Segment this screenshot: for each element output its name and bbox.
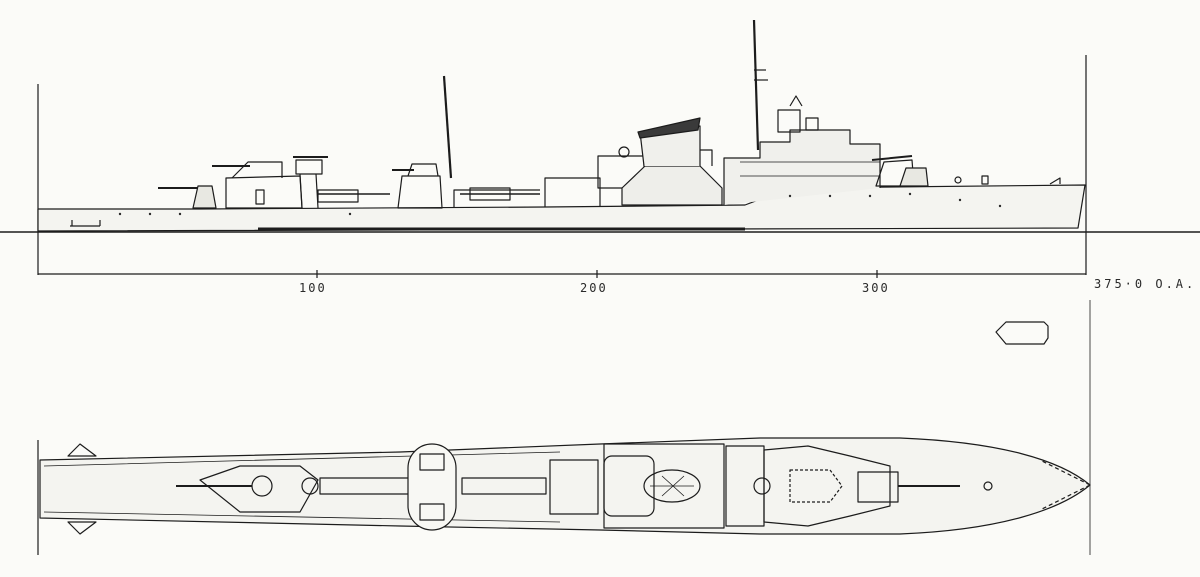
plan-b-gun xyxy=(753,477,771,495)
aft-turret xyxy=(231,161,283,179)
aft-torpedo-tubes xyxy=(317,189,359,203)
aft-door xyxy=(255,189,265,205)
capstan-1 xyxy=(954,176,962,184)
plan-capstan xyxy=(983,481,993,491)
scale-label-100: 100 xyxy=(299,281,327,295)
plan-funnel-grille xyxy=(650,475,694,497)
stern-sponsons xyxy=(67,443,97,535)
fwd-turret-a xyxy=(899,167,929,187)
bridge-cab xyxy=(805,117,819,131)
mid-deckhouse xyxy=(397,175,443,209)
aft-gun-shield xyxy=(192,185,217,209)
bridge-director xyxy=(777,109,801,133)
funnel-casing xyxy=(621,165,723,206)
funnel-vent xyxy=(700,149,713,166)
profile-scuttles xyxy=(118,192,1002,216)
plan-aft-director xyxy=(301,477,319,495)
main-mast xyxy=(752,19,760,151)
plan-mid-torpedo-tubes xyxy=(461,477,547,495)
scale-label-200: 200 xyxy=(580,281,608,295)
plan-bridge-roof xyxy=(789,469,843,503)
plan-mid-gun-1 xyxy=(419,453,445,471)
funnel-base-aft xyxy=(544,177,601,207)
plan-funnel-top xyxy=(643,469,701,503)
plan-funnel-base xyxy=(549,459,599,515)
bollard xyxy=(981,175,989,185)
fwd-turret-b-barrel xyxy=(871,155,913,161)
plan-mid-gun-2 xyxy=(419,503,445,521)
plan-forward-superstructure xyxy=(763,445,891,527)
overall-length-label: 375·0 O.A. xyxy=(1094,277,1197,291)
plan-rail-lines xyxy=(43,451,561,523)
scale-label-300: 300 xyxy=(862,281,890,295)
stern-fitting xyxy=(70,220,101,227)
bow-jack xyxy=(1049,177,1061,185)
mid-platform xyxy=(453,189,540,208)
plan-aft-deckhouse xyxy=(199,465,319,513)
plan-mid-gun-platform xyxy=(407,443,457,531)
bow-cables xyxy=(1039,459,1091,511)
director-top xyxy=(789,95,803,107)
reference-lines xyxy=(0,55,1200,555)
ship-plan-view xyxy=(39,437,1091,535)
bridge-block xyxy=(723,129,881,205)
plan-funnel-casing xyxy=(603,443,725,529)
ship-profile xyxy=(37,19,1086,232)
bridge-deck-lines xyxy=(740,161,880,177)
aft-tower xyxy=(299,173,319,209)
searchlight xyxy=(618,146,630,158)
detail-boat-sketch xyxy=(995,321,1049,345)
fore-mast xyxy=(442,75,453,179)
aft-director xyxy=(295,159,323,175)
funnel-cap xyxy=(637,117,701,139)
